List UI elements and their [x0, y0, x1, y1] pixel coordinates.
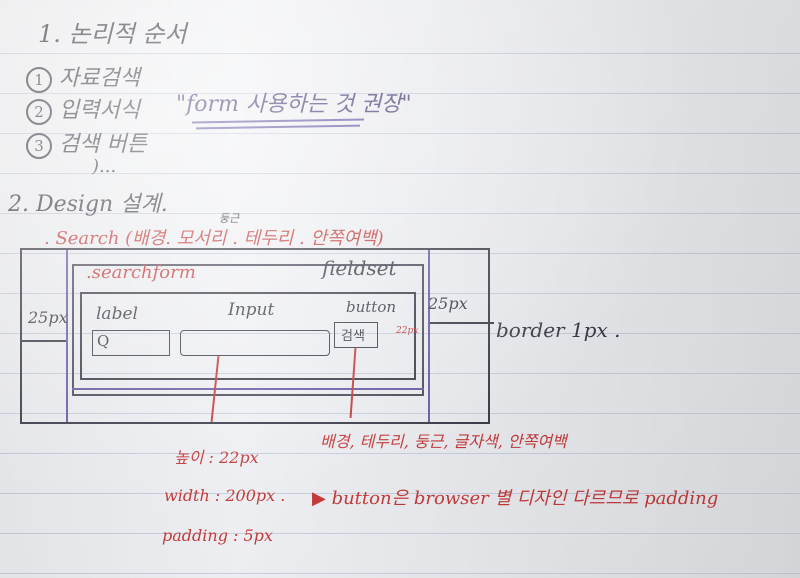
- step-text: 입력서식: [59, 98, 140, 123]
- label-sketch: Q: [92, 330, 170, 356]
- input-sketch: [180, 330, 330, 356]
- ellipsis: )...: [92, 156, 117, 177]
- step-text: 검색 버튼: [59, 132, 147, 157]
- label-label: label: [96, 304, 138, 324]
- input-height-note: 높이 : 22px: [174, 448, 259, 467]
- left-margin-arrow: [22, 340, 66, 342]
- input-padding-note: padding : 5px: [162, 526, 273, 545]
- form-recommendation-note: "form 사용하는 것 권장": [176, 92, 412, 117]
- searchform-label: .searchform: [86, 262, 196, 283]
- heading-design: 2. Design 설계.: [8, 192, 168, 217]
- border-note: border 1px .: [496, 318, 621, 342]
- rounded-superscript: 둥근: [219, 212, 240, 225]
- search-class-note-text: . Search (배경. 모서리 . 테두리 . 안쪽여백): [44, 228, 384, 249]
- heading-logical-order: 1. 논리적 순서: [38, 20, 187, 48]
- input-label: Input: [228, 300, 275, 320]
- button-height-note: 22px: [396, 326, 419, 336]
- search-q-icon: Q: [97, 332, 110, 350]
- step-3: 3 검색 버튼: [26, 126, 147, 159]
- step-1: 1 자료검색: [26, 60, 140, 93]
- input-width-note: width : 200px .: [164, 486, 286, 505]
- step-2: 2 입력서식: [26, 92, 140, 125]
- step-text: 자료검색: [59, 66, 140, 91]
- circled-number-icon: 1: [26, 67, 52, 93]
- circled-number-icon: 2: [26, 99, 52, 125]
- search-class-note: . Search (배경. 모서리 . 테두리 . 안쪽여백): [44, 224, 384, 250]
- button-style-note: 배경, 테두리, 둥근, 글자색, 안쪽여백: [320, 432, 567, 451]
- left-margin-label: 25px: [28, 308, 68, 327]
- button-sketch: 검색: [334, 322, 378, 348]
- button-browser-note: ▶ button은 browser 별 디자인 다르므로 padding: [312, 488, 719, 509]
- fieldset-bottom-line: [72, 388, 424, 390]
- margin-line: [66, 250, 68, 422]
- circled-number-icon: 3: [26, 133, 52, 159]
- right-margin-arrow: [430, 322, 494, 324]
- right-margin-label: 25px: [428, 294, 468, 313]
- fieldset-label: fieldset: [322, 256, 397, 280]
- button-text: 검색: [341, 329, 365, 344]
- button-label: button: [346, 298, 397, 316]
- margin-line: [428, 250, 430, 422]
